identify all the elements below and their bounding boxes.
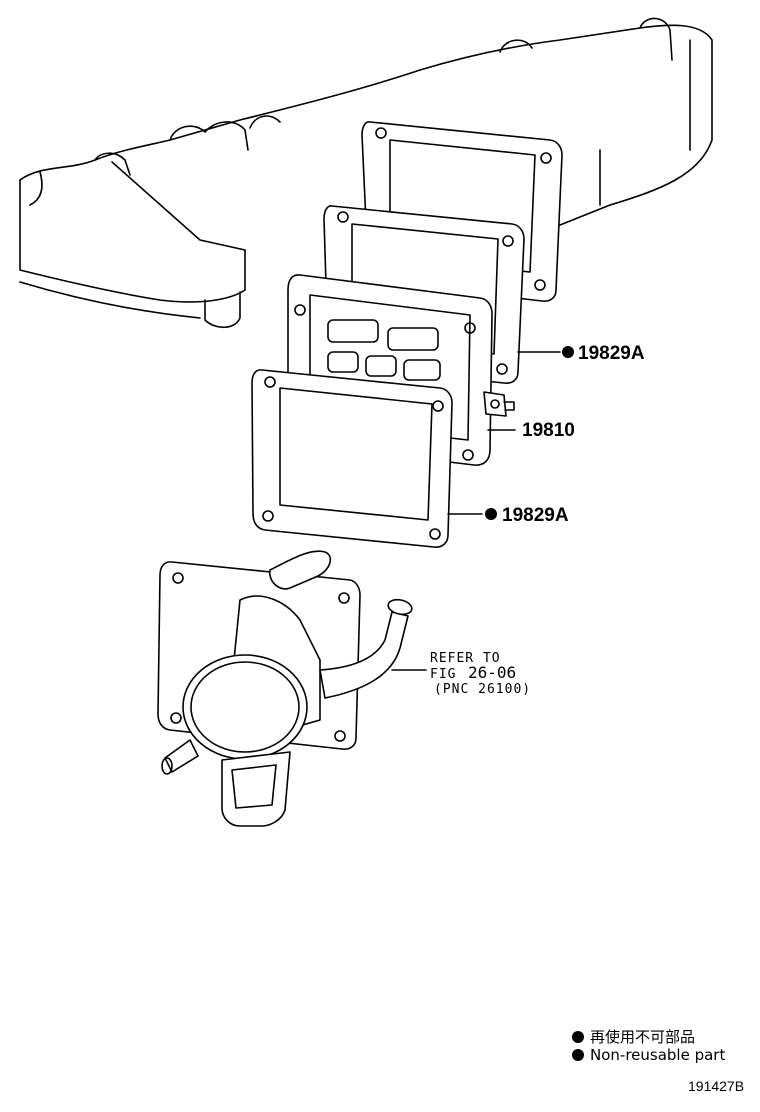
lower-gasket	[251, 369, 453, 548]
reference-line-1: REFER TO	[430, 651, 501, 666]
reference-line-2-prefix: FIG	[430, 667, 456, 682]
legend-english-text: Non-reusable part	[590, 1046, 726, 1064]
bullet-icon	[572, 1049, 584, 1061]
bullet-icon	[572, 1031, 584, 1043]
reference-figure: 26-06	[468, 663, 516, 682]
reference-pnc: (PNC 26100)	[434, 682, 531, 697]
legend-japanese: 再使用不可部品	[572, 1026, 695, 1047]
non-reusable-marker	[485, 508, 497, 520]
figure-number: 191427B	[688, 1078, 745, 1094]
callout-19829A-lower: 19829A	[502, 505, 569, 526]
legend-english: Non-reusable part	[572, 1046, 725, 1064]
callout-19829A-upper: 19829A	[578, 343, 645, 364]
non-reusable-marker	[562, 346, 574, 358]
intake-manifold	[19, 17, 713, 329]
legend-japanese-text: 再使用不可部品	[590, 1028, 696, 1046]
leader-lines	[391, 351, 561, 671]
throttle-body	[157, 550, 413, 827]
callout-19810: 19810	[522, 420, 575, 441]
